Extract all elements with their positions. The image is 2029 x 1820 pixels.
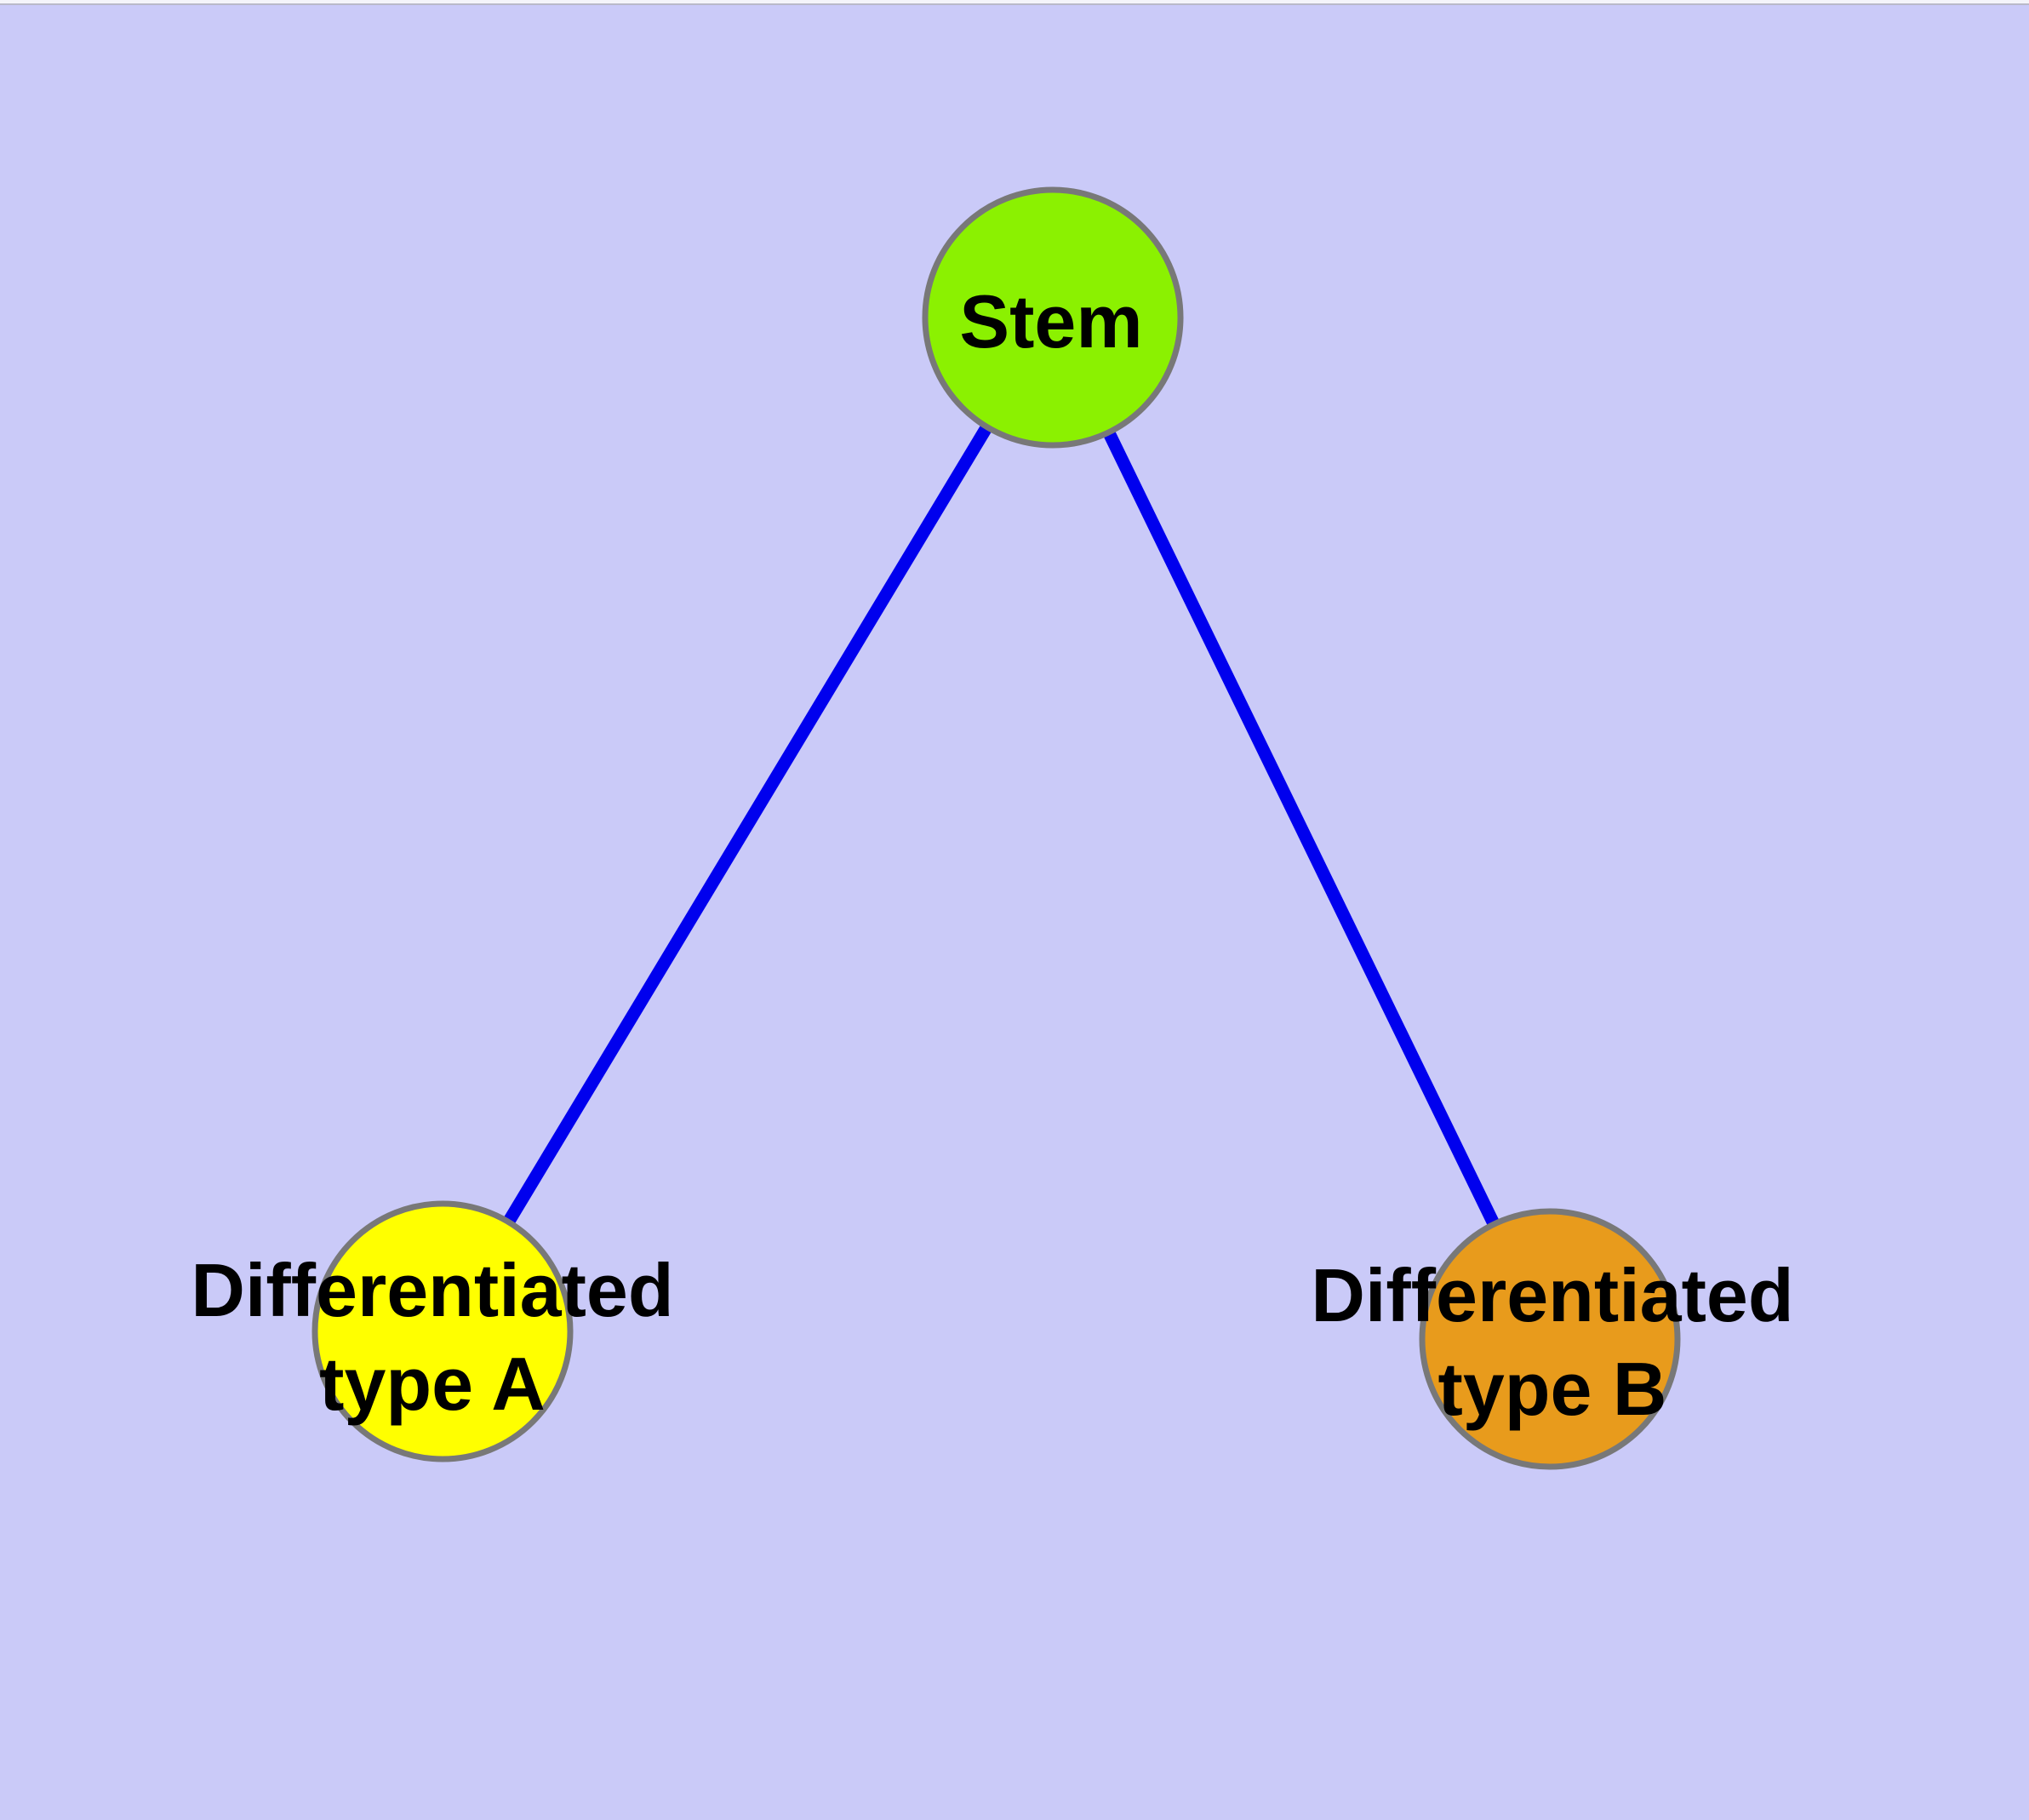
label-type-a-line2: type A bbox=[319, 1342, 546, 1426]
top-strip-line bbox=[0, 3, 2029, 5]
label-type-b-line1: Differentiated bbox=[1311, 1253, 1793, 1337]
label-type-a-line1: Differentiated bbox=[191, 1248, 673, 1332]
top-strip bbox=[0, 0, 2029, 3]
label-type-b-line2: type B bbox=[1438, 1347, 1667, 1431]
edge-stem-to-type-b bbox=[1047, 314, 1556, 1342]
node-labels: Stem Differentiated type A Differentiate… bbox=[191, 279, 1793, 1431]
node-type-a bbox=[311, 1200, 574, 1462]
node-stem bbox=[922, 186, 1184, 449]
node-type-b bbox=[1419, 1208, 1681, 1470]
label-stem: Stem bbox=[959, 279, 1142, 363]
nodes bbox=[311, 186, 1681, 1470]
edges bbox=[437, 314, 1556, 1342]
edge-stem-to-type-a bbox=[437, 314, 1059, 1335]
